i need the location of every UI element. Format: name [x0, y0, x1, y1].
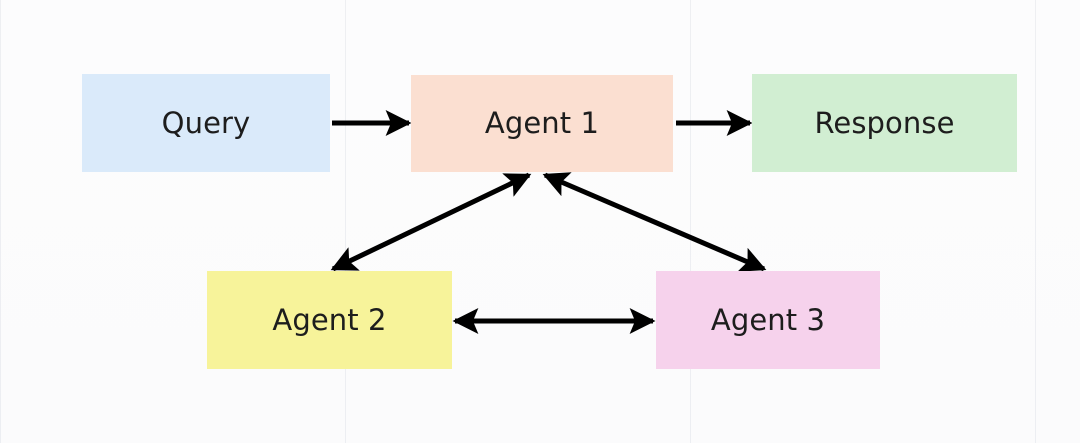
node-query[interactable]: Query [82, 74, 330, 172]
node-agent2-label: Agent 2 [272, 302, 387, 337]
node-agent2[interactable]: Agent 2 [207, 271, 452, 369]
node-response[interactable]: Response [752, 74, 1017, 172]
node-agent3[interactable]: Agent 3 [656, 271, 880, 369]
node-query-label: Query [161, 105, 251, 140]
node-agent1[interactable]: Agent 1 [411, 75, 673, 172]
edge-agent1-agent2 [330, 172, 532, 272]
node-agent3-label: Agent 3 [710, 302, 826, 337]
node-response-label: Response [814, 105, 955, 140]
node-agent1-label: Agent 1 [484, 106, 600, 140]
edge-agent1-agent3 [542, 172, 767, 272]
